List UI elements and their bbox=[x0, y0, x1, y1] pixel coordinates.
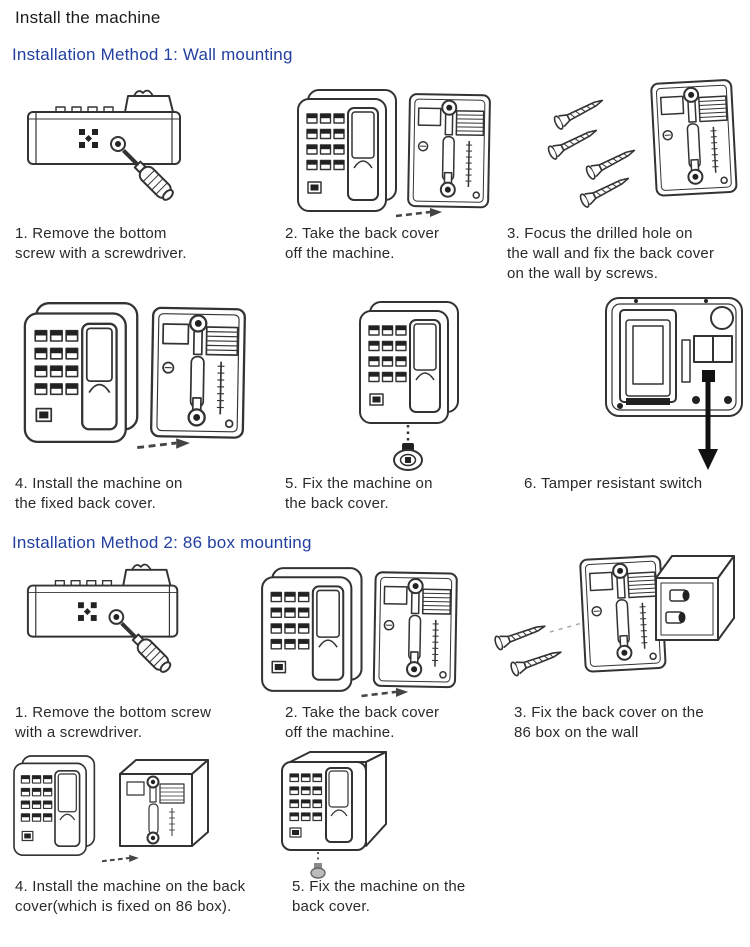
step-caption: 1. Remove the bottom screw with a screwd… bbox=[15, 704, 212, 741]
machine-bottom-screwdriver-figure bbox=[22, 86, 197, 218]
machine-bottom-screwdriver-figure bbox=[22, 560, 194, 690]
step-caption: 5. Fix the machine on the back cover. bbox=[292, 878, 466, 915]
step-caption: 4. Install the machine on the fixed back… bbox=[15, 475, 183, 512]
page-title: Install the machine bbox=[15, 8, 161, 27]
step-caption: 4. Install the machine on the back cover… bbox=[15, 878, 246, 915]
back-cover-wall-screws-figure bbox=[546, 76, 746, 223]
machine-on-86-box-screw-figure bbox=[272, 748, 412, 880]
section-heading-86-box-mounting: Installation Method 2: 86 box mounting bbox=[12, 533, 312, 552]
machine-internal-view-figure bbox=[598, 296, 750, 476]
machine-and-back-cover-figure bbox=[18, 294, 253, 454]
machine-and-86-box-figure bbox=[12, 750, 217, 870]
step-caption: 2. Take the back cover off the machine. bbox=[285, 225, 440, 262]
back-cover-86-box-figure bbox=[492, 544, 747, 694]
step-caption: 5. Fix the machine on the back cover. bbox=[285, 475, 433, 512]
step-caption: 1. Remove the bottom screw with a screwd… bbox=[15, 225, 187, 262]
step-caption: 3. Focus the drilled hole on the wall an… bbox=[507, 225, 715, 282]
section-heading-wall-mounting: Installation Method 1: Wall mounting bbox=[12, 45, 293, 64]
step-caption: 6. Tamper resistant switch bbox=[524, 475, 703, 492]
step-caption: 3. Fix the back cover on the 86 box on t… bbox=[514, 704, 704, 741]
machine-and-back-cover-figure bbox=[256, 560, 464, 702]
step-caption: 2. Take the back cover off the machine. bbox=[285, 704, 440, 741]
machine-bottom-screw-figure bbox=[330, 298, 490, 476]
machine-and-back-cover-figure bbox=[292, 82, 497, 222]
